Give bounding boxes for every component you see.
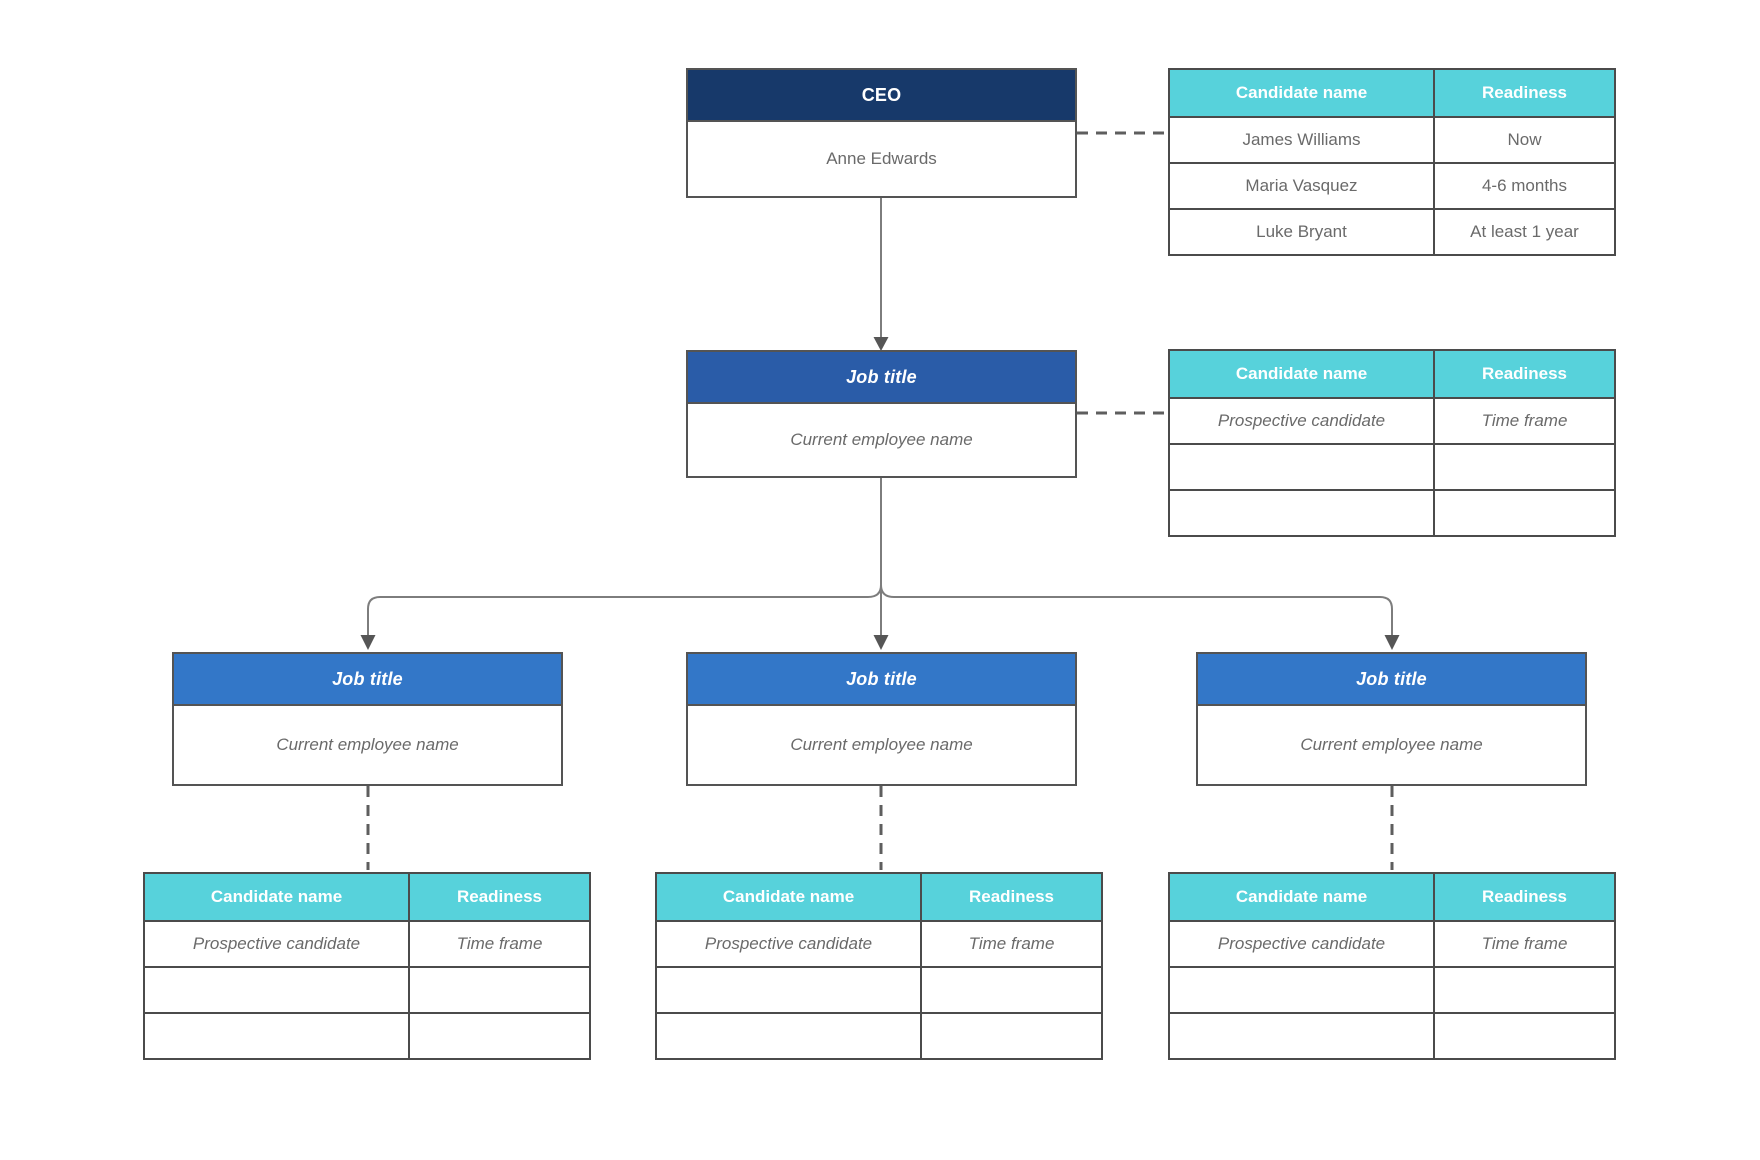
candidate-cell-empty[interactable] (1168, 443, 1435, 491)
manager-job-title-box[interactable]: Job title Current employee name (686, 350, 1077, 478)
right-box-title: Job title (1198, 654, 1585, 704)
candidate-cell-empty[interactable] (655, 966, 922, 1014)
readiness-header[interactable]: Readiness (920, 872, 1103, 922)
left-job-title-box[interactable]: Job title Current employee name (172, 652, 563, 786)
candidate-name-header[interactable]: Candidate name (143, 872, 410, 922)
table-row: Maria Vasquez 4-6 months (1168, 162, 1616, 210)
readiness-cell-empty[interactable] (1433, 443, 1616, 491)
candidate-cell-empty[interactable] (143, 1012, 410, 1060)
candidate-cell-empty[interactable] (1168, 489, 1435, 537)
readiness-cell-empty[interactable] (920, 1012, 1103, 1060)
table-row (655, 966, 1103, 1014)
readiness-cell-empty[interactable] (920, 966, 1103, 1014)
candidate-cell[interactable]: Prospective candidate (143, 920, 410, 968)
manager-box-title: Job title (688, 352, 1075, 402)
table-row: James Williams Now (1168, 116, 1616, 164)
right-candidate-table[interactable]: Candidate name Readiness Prospective can… (1168, 872, 1616, 1060)
table-row (655, 1012, 1103, 1060)
candidate-cell[interactable]: Prospective candidate (1168, 397, 1435, 445)
table-header-row: Candidate name Readiness (655, 872, 1103, 922)
right-box-employee-name: Current employee name (1198, 704, 1585, 784)
readiness-header[interactable]: Readiness (1433, 872, 1616, 922)
readiness-cell[interactable]: At least 1 year (1433, 208, 1616, 256)
candidate-cell-empty[interactable] (655, 1012, 922, 1060)
readiness-cell[interactable]: Time frame (920, 920, 1103, 968)
table-row (143, 966, 591, 1014)
readiness-cell[interactable]: Now (1433, 116, 1616, 164)
left-box-title: Job title (174, 654, 561, 704)
ceo-box[interactable]: CEO Anne Edwards (686, 68, 1077, 198)
readiness-cell-empty[interactable] (408, 966, 591, 1014)
candidate-name-header[interactable]: Candidate name (1168, 872, 1435, 922)
table-row (1168, 443, 1616, 491)
readiness-cell[interactable]: Time frame (408, 920, 591, 968)
connector-branch-right (880, 584, 1393, 635)
candidate-name-header[interactable]: Candidate name (1168, 349, 1435, 399)
table-row (1168, 966, 1616, 1014)
readiness-header[interactable]: Readiness (1433, 68, 1616, 118)
ceo-box-employee-name: Anne Edwards (688, 120, 1075, 196)
arrowhead-middle-child-icon (873, 635, 889, 650)
candidate-cell[interactable]: Luke Bryant (1168, 208, 1435, 256)
readiness-cell-empty[interactable] (1433, 489, 1616, 537)
readiness-header[interactable]: Readiness (1433, 349, 1616, 399)
table-row (1168, 489, 1616, 537)
table-row: Luke Bryant At least 1 year (1168, 208, 1616, 256)
candidate-cell-empty[interactable] (1168, 966, 1435, 1014)
manager-candidate-table[interactable]: Candidate name Readiness Prospective can… (1168, 349, 1616, 537)
middle-box-employee-name: Current employee name (688, 704, 1075, 784)
middle-box-title: Job title (688, 654, 1075, 704)
arrowhead-right-child-icon (1384, 635, 1400, 650)
table-row: Prospective candidate Time frame (143, 920, 591, 968)
candidate-cell[interactable]: Prospective candidate (1168, 920, 1435, 968)
arrowhead-left-child-icon (360, 635, 376, 650)
candidate-cell[interactable]: Maria Vasquez (1168, 162, 1435, 210)
readiness-cell[interactable]: Time frame (1433, 920, 1616, 968)
candidate-cell[interactable]: James Williams (1168, 116, 1435, 164)
table-row: Prospective candidate Time frame (655, 920, 1103, 968)
left-candidate-table[interactable]: Candidate name Readiness Prospective can… (143, 872, 591, 1060)
ceo-candidate-table[interactable]: Candidate name Readiness James Williams … (1168, 68, 1616, 256)
readiness-cell[interactable]: 4-6 months (1433, 162, 1616, 210)
candidate-name-header[interactable]: Candidate name (655, 872, 922, 922)
table-header-row: Candidate name Readiness (143, 872, 591, 922)
readiness-cell[interactable]: Time frame (1433, 397, 1616, 445)
candidate-cell-empty[interactable] (143, 966, 410, 1014)
readiness-cell-empty[interactable] (408, 1012, 591, 1060)
middle-candidate-table[interactable]: Candidate name Readiness Prospective can… (655, 872, 1103, 1060)
arrowhead-manager-icon (873, 337, 889, 351)
readiness-header[interactable]: Readiness (408, 872, 591, 922)
manager-box-employee-name: Current employee name (688, 402, 1075, 476)
candidate-name-header[interactable]: Candidate name (1168, 68, 1435, 118)
table-row (1168, 1012, 1616, 1060)
readiness-cell-empty[interactable] (1433, 1012, 1616, 1060)
candidate-cell-empty[interactable] (1168, 1012, 1435, 1060)
left-box-employee-name: Current employee name (174, 704, 561, 784)
middle-job-title-box[interactable]: Job title Current employee name (686, 652, 1077, 786)
table-header-row: Candidate name Readiness (1168, 349, 1616, 399)
ceo-box-title: CEO (688, 70, 1075, 120)
table-header-row: Candidate name Readiness (1168, 872, 1616, 922)
table-row: Prospective candidate Time frame (1168, 397, 1616, 445)
connector-branch-left (367, 584, 882, 635)
candidate-cell[interactable]: Prospective candidate (655, 920, 922, 968)
table-row: Prospective candidate Time frame (1168, 920, 1616, 968)
table-row (143, 1012, 591, 1060)
table-header-row: Candidate name Readiness (1168, 68, 1616, 118)
right-job-title-box[interactable]: Job title Current employee name (1196, 652, 1587, 786)
readiness-cell-empty[interactable] (1433, 966, 1616, 1014)
